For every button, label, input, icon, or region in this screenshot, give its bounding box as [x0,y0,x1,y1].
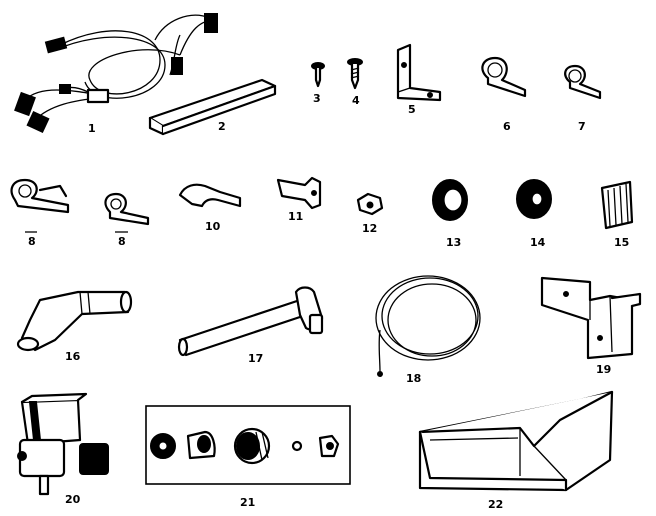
part-8a-label: 8 [28,235,36,248]
part-15-filter-pad [600,180,634,230]
part-10-bent-clip [178,183,242,208]
part-7-cable-clamp [564,64,602,100]
part-3-screw [311,62,325,88]
part-4-label: 4 [352,94,360,107]
part-11-label: 11 [288,210,303,223]
part-6-label: 6 [503,120,511,133]
part-15-label: 15 [614,236,629,249]
part-7-label: 7 [578,120,586,133]
part-21-fittings-kit [145,405,351,485]
part-1-wire-harness [14,13,218,134]
part-5-label: 5 [408,103,416,116]
part-13-label: 13 [446,236,461,249]
part-22-ice-bin [418,390,614,492]
part-1-label: 1 [88,122,96,135]
part-17-label: 17 [248,352,263,365]
part-19-mounting-bracket [540,276,642,360]
part-16-elbow-tube [16,290,133,352]
part-8b-label: 8 [118,235,126,248]
part-3-label: 3 [313,92,321,105]
part-5-l-bracket [396,43,442,102]
part-21-label: 21 [240,496,255,509]
part-14-label: 14 [530,236,546,249]
part-6-cable-clamp [481,56,527,98]
part-17-fill-tube [177,286,324,357]
part-10-label: 10 [205,220,221,233]
part-13-washer [432,179,468,221]
part-18-label: 18 [406,372,421,385]
part-22-label: 22 [488,498,503,511]
part-14-grommet [516,179,552,219]
part-20-water-valve [17,392,109,496]
part-12-label: 12 [362,222,377,235]
part-2-label: 2 [218,120,226,133]
part-20-label: 20 [65,493,81,506]
part-18-coiled-tubing [375,275,481,377]
part-4-screw [347,58,363,90]
part-8b-clamp [104,192,150,226]
part-16-label: 16 [65,350,81,363]
part-11-bracket [276,176,322,210]
part-2-channel-strip [148,78,277,136]
part-8a-clamp [10,178,70,214]
part-12-nut [356,192,384,216]
part-19-label: 19 [596,363,611,376]
